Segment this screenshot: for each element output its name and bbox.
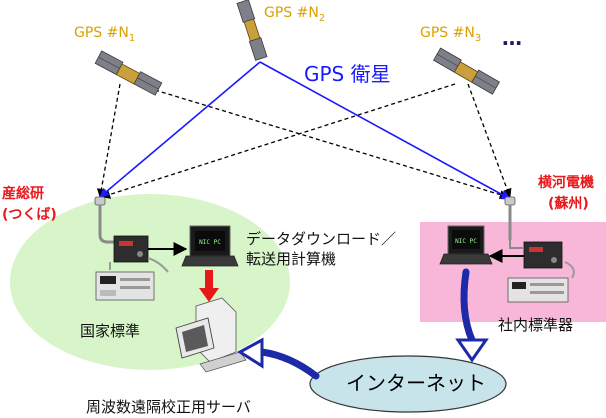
company-standard-label: 社内標準器 (498, 316, 574, 334)
more-satellites-ellipsis: … (502, 26, 522, 50)
national-standard-label: 国家標準 (80, 322, 141, 340)
satellite-label-n1: GPS #N1 (74, 25, 136, 44)
laptop-icon-left: NIC PC (181, 225, 239, 267)
right-site-location: (蘇州) (548, 196, 589, 212)
internet-ellipse (309, 355, 507, 413)
satellite-icon-n3 (433, 47, 500, 95)
gps-receiver-icon-right (523, 241, 563, 269)
frequency-standard-icon-left (95, 271, 155, 301)
gps-constellation-label: GPS 衛星 (304, 62, 391, 86)
laptop-icon-right: NIC PC (439, 225, 493, 265)
left-site-name: 産総研 (2, 186, 44, 202)
right-site-name: 横河電機 (538, 175, 594, 191)
calibration-server-icon (175, 297, 247, 373)
satellite-label-n3: GPS #N3 (420, 25, 482, 44)
server-link-shaft (258, 348, 320, 380)
upload-arrow-head (455, 338, 489, 363)
transfer-computer-label-line1: データダウンロード／ (246, 230, 397, 248)
gps-links (99, 61, 511, 200)
satellite-icon-n2 (236, 0, 268, 61)
svg-text:NIC PC: NIC PC (455, 238, 477, 245)
left-site-location: (つくば) (2, 207, 57, 223)
transfer-computer-label-line2: 転送用計算機 (246, 250, 337, 268)
internet-label: インターネット (346, 371, 486, 395)
upload-arrow-shaft (460, 268, 476, 344)
frequency-standard-icon-right (507, 277, 569, 303)
satellite-links (96, 83, 512, 199)
satellite-label-n2: GPS #N2 (264, 5, 326, 24)
antenna-icon-right (504, 196, 516, 240)
server-link-head (237, 337, 264, 369)
satellite-icon-n1 (94, 50, 163, 96)
antenna-icon-left (94, 196, 118, 244)
download-arrow (199, 270, 219, 302)
calibration-server-label: 周波数遠隔校正用サーバ (86, 398, 251, 416)
svg-text:NIC PC: NIC PC (199, 239, 221, 246)
gps-receiver-icon-left (113, 235, 149, 263)
